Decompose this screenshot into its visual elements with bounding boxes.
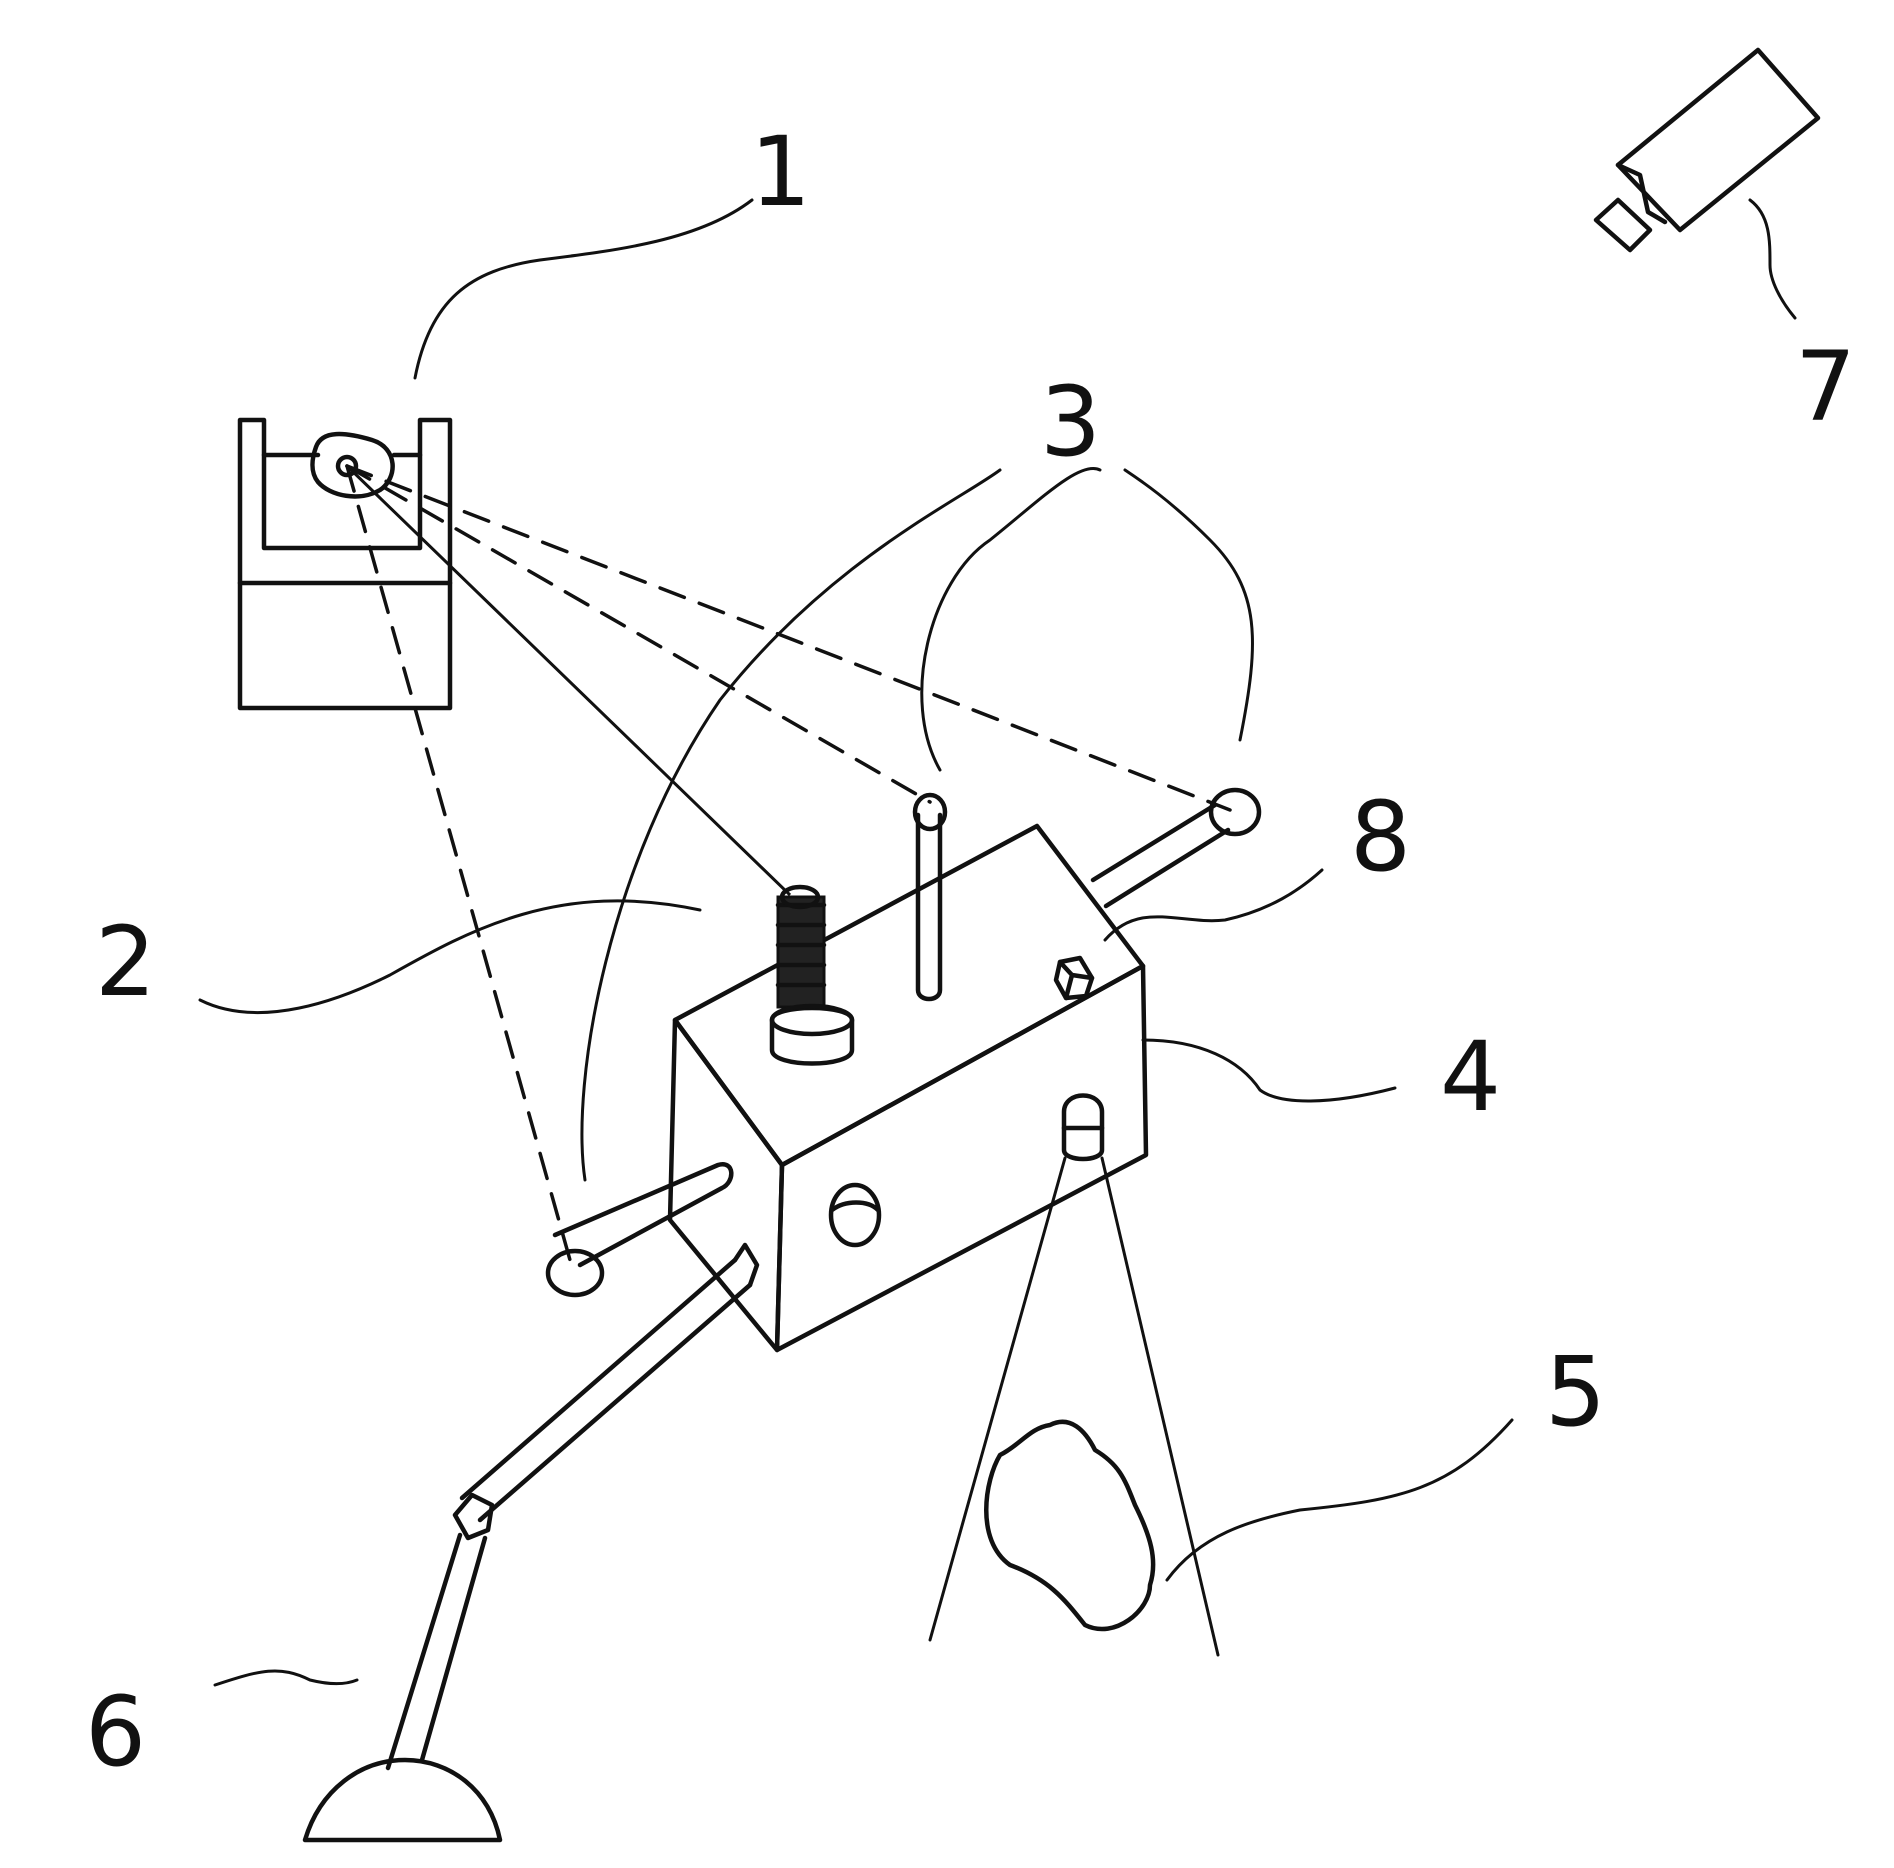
leader-1 — [415, 200, 752, 378]
camera-rays — [347, 466, 1230, 1260]
projection-cone-right — [1102, 1158, 1218, 1655]
camera-cradle — [240, 420, 450, 583]
label-2: 2 — [95, 906, 156, 1018]
tracking-camera-unit — [240, 420, 450, 708]
switch-component — [1056, 958, 1092, 998]
label-4: 4 — [1440, 1021, 1501, 1133]
leader-8 — [1105, 870, 1322, 940]
leader-5 — [1167, 1420, 1512, 1580]
label-5: 5 — [1545, 1336, 1606, 1448]
reference-numerals: 1 2 3 4 5 6 7 8 — [85, 116, 1856, 1788]
right-marker-rod — [1093, 805, 1228, 906]
wall-camera-lens — [1596, 200, 1650, 250]
dashed-ray-middle-marker — [347, 466, 930, 802]
camera-base — [240, 583, 450, 708]
front-button — [831, 1185, 879, 1245]
marker-rods — [548, 790, 1259, 1295]
label-8: 8 — [1350, 781, 1411, 893]
label-7: 7 — [1795, 331, 1856, 443]
leader-4 — [1143, 1040, 1395, 1101]
front-button-line — [832, 1203, 878, 1211]
dashed-ray-right-marker — [347, 466, 1230, 810]
label-6: 6 — [85, 1676, 146, 1788]
leader-3-right — [1125, 470, 1252, 740]
articulated-arm — [305, 1245, 757, 1840]
arm-upper-segment — [462, 1260, 750, 1520]
projection-cone-left — [930, 1158, 1065, 1640]
middle-marker-rod — [918, 815, 940, 999]
projection-cone — [930, 1158, 1218, 1655]
label-3: 3 — [1040, 366, 1101, 478]
arm-lower-segment — [388, 1535, 485, 1768]
projected-object — [986, 1422, 1153, 1629]
arm-base-dome — [305, 1760, 500, 1840]
label-1: 1 — [750, 116, 811, 228]
solid-ray-to-sensor — [347, 466, 790, 895]
leader-2 — [200, 901, 700, 1013]
leader-6 — [215, 1671, 357, 1685]
sensor-shaft — [778, 897, 824, 1007]
leader-7 — [1750, 200, 1795, 318]
left-marker-ball — [548, 1251, 602, 1295]
arm-upper-joint — [735, 1245, 757, 1285]
box-body — [670, 826, 1146, 1350]
wall-camera — [1596, 50, 1818, 250]
sensor-post — [772, 887, 852, 1064]
right-marker-ball — [1211, 790, 1259, 834]
